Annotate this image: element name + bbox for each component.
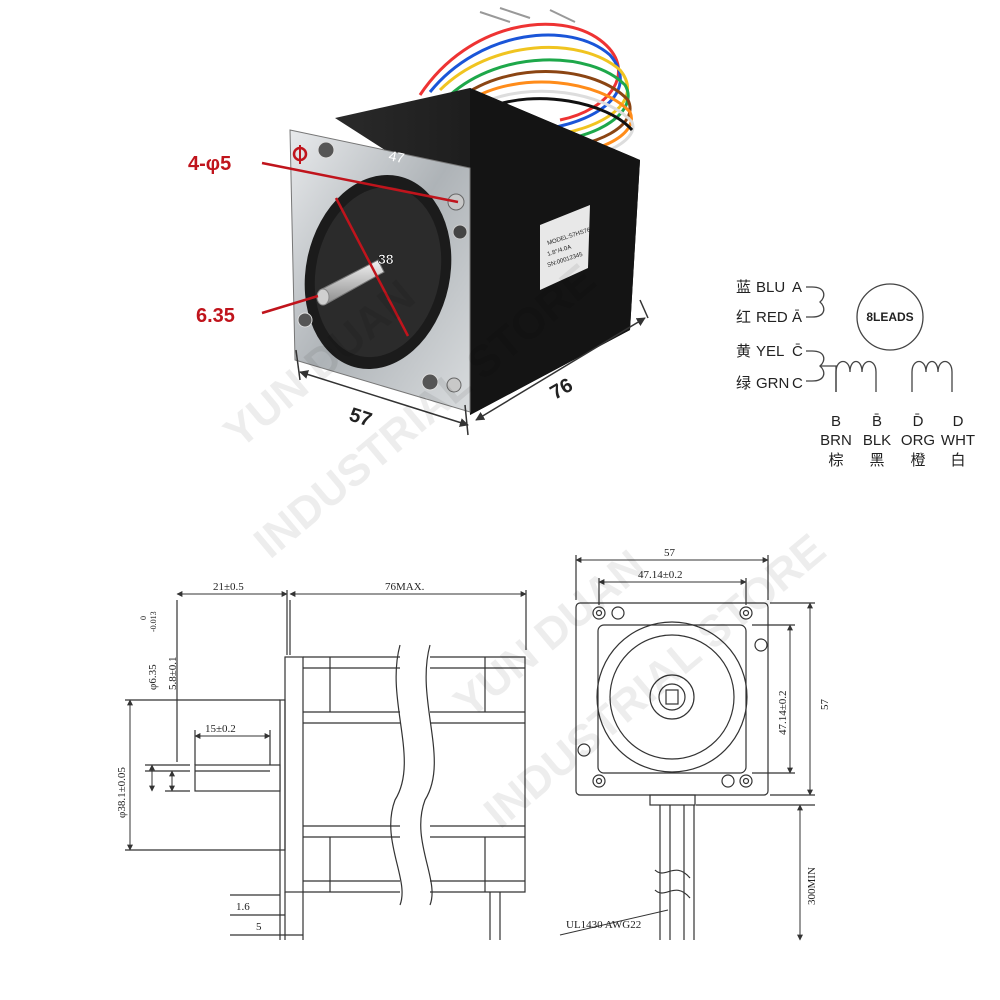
lead-cn: 棕 — [828, 452, 843, 469]
lead-color: YEL — [756, 343, 784, 360]
hole-label: 4-φ5 — [188, 153, 231, 175]
pilot-diameter-label: φ38.1±0.05 — [116, 767, 128, 818]
shaft-diameter-label: 6.35 — [196, 305, 235, 327]
lead-phase: C — [792, 375, 803, 392]
lead-color: GRN — [756, 375, 789, 392]
coil-symbols — [806, 286, 953, 392]
flange-thickness-label: 1.6 — [236, 901, 250, 913]
pilot-height-label: 5 — [256, 921, 262, 933]
shaft-tol-upper: 0 — [139, 616, 148, 620]
flat-length-label: 15±0.2 — [205, 723, 236, 735]
lead-phase: B̄ — [872, 413, 882, 430]
lead-cn: 黑 — [869, 452, 884, 469]
lead-phase: C̄ — [792, 343, 803, 360]
end-view-dimensions — [559, 557, 813, 941]
screw-icon — [452, 224, 468, 240]
end-view-labels: 57 47.14±0.2 47.14±0.2 57 300MIN UL1430 … — [566, 547, 831, 931]
lead-phase: A — [792, 279, 802, 296]
leads-badge-text: 8LEADS — [866, 310, 913, 324]
lead-color: BLU — [756, 279, 785, 296]
motor-sticker — [540, 205, 590, 290]
lead-color: ORG — [901, 432, 935, 449]
body-length-label: 76MAX. — [385, 581, 425, 593]
lead-cn: 红 — [736, 309, 751, 326]
lead-phase: D — [953, 413, 964, 430]
screw-icon — [317, 141, 335, 159]
lead-wires — [418, 7, 635, 166]
side-view-labels: 21±0.5 76MAX. 15±0.2 φ6.35 0 -0.013 5.8±… — [116, 581, 425, 933]
lead-phase: Ā — [792, 309, 802, 326]
lead-cn: 蓝 — [736, 279, 751, 296]
wiring-diagram: 蓝 BLU A 红 RED Ā 黄 YEL C̄ 绿 GRN C 8LEADS … — [736, 279, 975, 469]
end-height-label: 57 — [819, 699, 831, 711]
lead-cn: 橙 — [910, 452, 925, 469]
end-bolt-height-label: 47.14±0.2 — [777, 690, 789, 735]
wire-length-label: 300MIN — [806, 867, 818, 905]
lead-cn: 白 — [950, 452, 965, 469]
screw-icon — [297, 312, 313, 328]
shaft-tol-lower: -0.013 — [149, 611, 158, 632]
end-width-label: 57 — [664, 547, 676, 559]
overall-dimension-lines — [295, 299, 649, 436]
length-label: 76 — [547, 374, 577, 404]
shaft-diameter-label: φ6.35 — [147, 664, 159, 690]
lead-color: BRN — [820, 432, 852, 449]
lead-phase: B — [831, 413, 841, 430]
pilot-label: 38 — [378, 251, 394, 267]
lead-cn: 绿 — [736, 375, 751, 392]
side-view-dimensions — [127, 591, 527, 851]
lead-color: BLK — [863, 432, 891, 449]
lead-color: RED — [756, 309, 788, 326]
end-view-drawing — [575, 555, 815, 940]
photo-dimension-lines — [261, 161, 459, 337]
lead-color: WHT — [941, 432, 975, 449]
wire-spec-label: UL1430 AWG22 — [566, 919, 641, 931]
flat-depth-label: 5.8±0.1 — [167, 656, 179, 690]
leads-badge — [856, 283, 924, 351]
front-length-label: 21±0.5 — [213, 581, 244, 593]
side-view-drawing — [125, 590, 527, 940]
lead-cn: 黄 — [736, 343, 751, 360]
lead-phase: D̄ — [913, 413, 924, 430]
motor-photo: MODEL:57HS76 1.8°/4.0A SN:00012345 4-φ5 … — [188, 7, 649, 436]
bolt-spacing-label: 47 — [387, 147, 406, 166]
end-bolt-width-label: 47.14±0.2 — [638, 569, 683, 581]
